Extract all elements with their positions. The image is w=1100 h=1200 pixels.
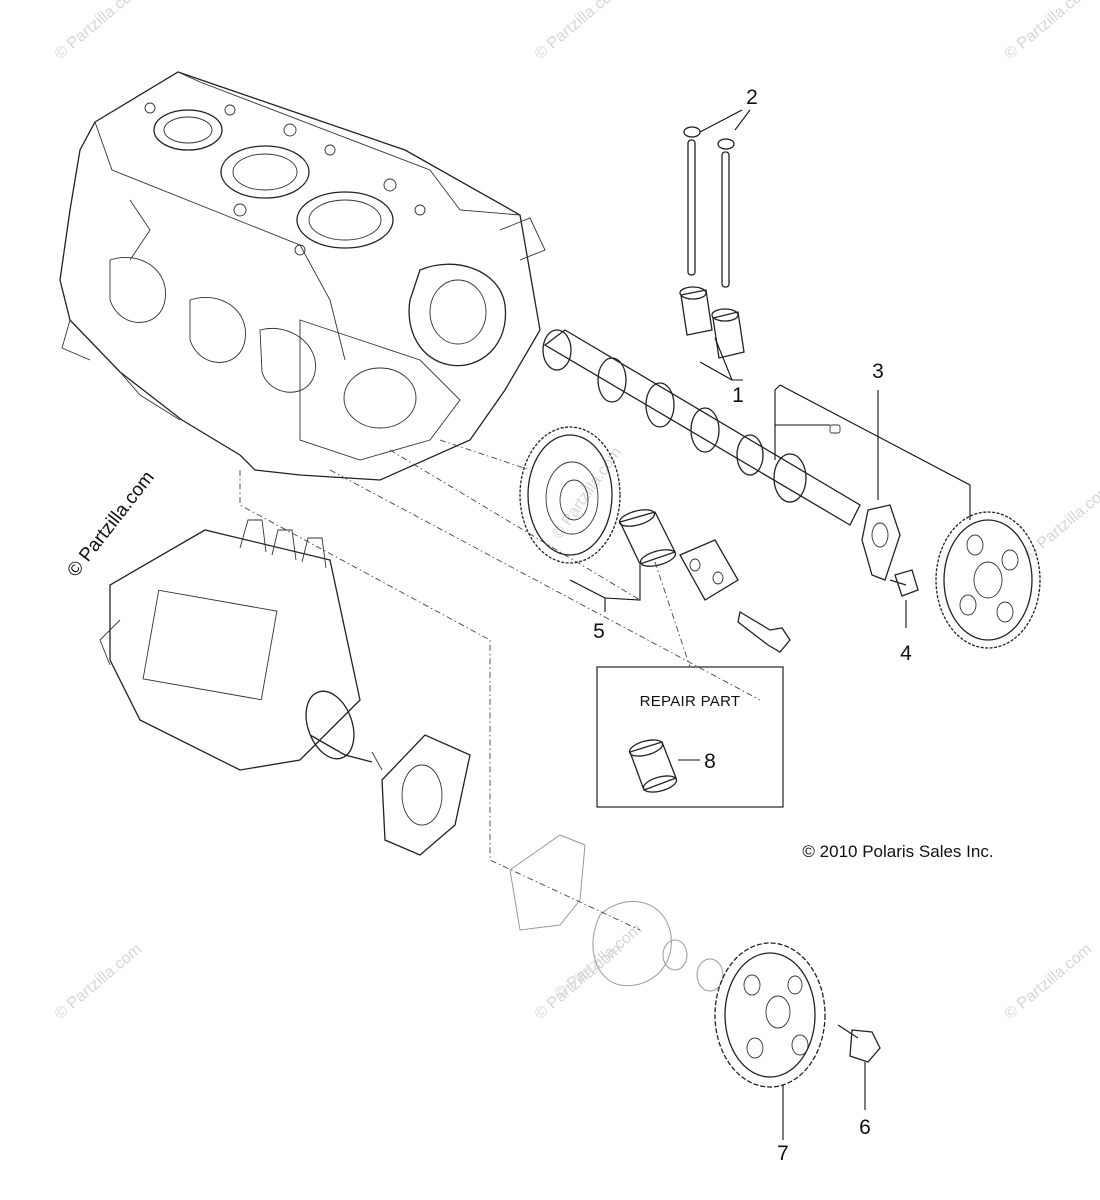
- copyright-text: © 2010 Polaris Sales Inc.: [802, 842, 993, 861]
- watermark: © Partzilla.com: [532, 0, 626, 63]
- cam-gear: [935, 511, 1041, 649]
- side-watermark: © Partzilla.com: [63, 467, 158, 581]
- camshaft: [542, 329, 861, 526]
- repair-link-line: [654, 561, 691, 668]
- watermark: © Partzilla.com: [1002, 0, 1096, 63]
- callout-5: 5: [593, 620, 605, 643]
- pump-gasket-drawing: [381, 734, 471, 856]
- watermark: © Partzilla.com: [52, 0, 146, 63]
- idler-shaft: [679, 539, 791, 653]
- callout-1: 1: [732, 384, 744, 407]
- bolt-4: [889, 569, 919, 597]
- injection-pump-drawing: [99, 519, 383, 771]
- repair-part-title: REPAIR PART: [640, 693, 741, 710]
- tappets: [679, 286, 745, 359]
- thrust-plate-bore: [871, 522, 889, 548]
- pump-gasket-bore: [401, 764, 443, 826]
- bolt-6: [837, 1024, 881, 1063]
- assembly-lines: [239, 439, 761, 931]
- callout-4: 4: [900, 642, 912, 665]
- idler-bushing: [618, 509, 677, 567]
- callout-7: 7: [777, 1142, 789, 1165]
- watermark-layer: © Partzilla.com © Partzilla.com © Partzi…: [52, 0, 1100, 1023]
- callout-labels: 1 2 3 4 5 6 7 8: [593, 86, 912, 1165]
- callout-3: 3: [872, 360, 884, 383]
- watermark: © Partzilla.com: [1022, 481, 1100, 563]
- callout-2: 2: [746, 86, 758, 109]
- pump-gear: [714, 942, 826, 1088]
- watermark: © Partzilla.com: [552, 921, 646, 1003]
- ghost-parts-drawing: [509, 834, 724, 992]
- push-rods: [683, 126, 735, 288]
- idler-gear: [519, 426, 621, 564]
- watermark: © Partzilla.com: [1002, 941, 1096, 1023]
- engine-block-drawing: [59, 71, 546, 481]
- watermark: © Partzilla.com: [52, 941, 146, 1023]
- repair-part-box: REPAIR PART: [596, 666, 784, 808]
- callout-6: 6: [859, 1116, 871, 1139]
- thrust-plate: [861, 504, 901, 581]
- callout-8: 8: [704, 750, 716, 773]
- leader-lines: [569, 109, 971, 1140]
